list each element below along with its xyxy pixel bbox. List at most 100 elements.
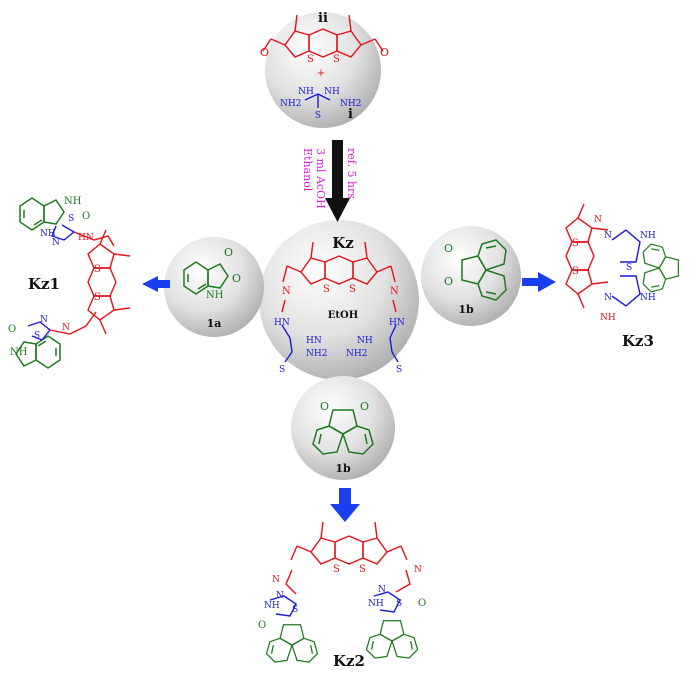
condition-line-2: 3 ml AcOH xyxy=(314,148,327,209)
kz2-atom-o-right: O xyxy=(418,598,426,609)
label-kz1: Kz1 xyxy=(28,275,60,293)
kz2-thiadiazole-right xyxy=(373,591,401,613)
atom-s-2: S xyxy=(333,54,340,65)
kz2-atom-nh-left: NH xyxy=(264,601,280,611)
atom-o-right: O xyxy=(380,46,389,59)
kz-atom-hn-right: HN xyxy=(389,318,405,328)
kz2-atom-n-left: N xyxy=(272,575,280,585)
label-plus: + xyxy=(317,68,325,79)
arrow-to-kz2 xyxy=(330,488,360,522)
atom-s-1: S xyxy=(307,54,314,65)
main-reaction-arrow xyxy=(325,140,350,222)
condition-line-1: ref. 5 hrs. xyxy=(345,148,358,202)
kz1-atom-nh-bottom: NH xyxy=(10,347,28,358)
kz-atom-n-right: N xyxy=(390,286,399,297)
atom-o-left: O xyxy=(260,46,269,59)
kz-atom-s-2: S xyxy=(349,284,356,295)
atom-nh-i-left: NH xyxy=(298,87,314,97)
kz-atom-nh-left: HN xyxy=(306,336,322,346)
kz2-atom-s-left: S xyxy=(292,605,298,615)
kz2-acenaphthene-right xyxy=(365,620,419,659)
kz2-acenaphthene-left xyxy=(265,624,319,663)
kz1-atom-nh-top: NH xyxy=(64,196,82,207)
kz1-core-structure xyxy=(87,229,131,335)
sphere-1b-right xyxy=(421,226,521,326)
kz2-atom-o-left: O xyxy=(258,620,266,631)
kz1-atom-nh-top-2: NH xyxy=(40,229,56,239)
kz1-atom-o-top: O xyxy=(82,211,90,222)
kz1-atom-s-bottom: S xyxy=(34,331,40,341)
kz3-thiadiazole-top xyxy=(611,229,641,263)
label-1b-bottom: 1b xyxy=(335,462,351,475)
kz2-atom-n-right: N xyxy=(414,565,422,575)
kz1-atom-n-top: N xyxy=(52,238,60,248)
kz2-core-structure xyxy=(290,521,408,565)
1b-right-atom-o-bottom: O xyxy=(444,275,453,288)
condition-line-3: Ethanol xyxy=(301,148,314,192)
kz-atom-n-left: N xyxy=(282,286,291,297)
kz-atom-s-1: S xyxy=(323,284,330,295)
kz1-atom-s-2: S xyxy=(94,292,101,303)
kz2-linker-right xyxy=(395,569,411,593)
kz1-linker-top xyxy=(73,231,115,247)
kz1-atom-hn-top: HN xyxy=(78,233,94,243)
kz1-atom-s-top: S xyxy=(68,214,74,224)
1a-atom-nh: NH xyxy=(206,290,224,301)
kz-atom-hn-left: HN xyxy=(274,318,290,328)
kz1-atom-n-bottom: N xyxy=(40,315,48,325)
reagent-sphere xyxy=(265,12,381,128)
label-kz2: Kz2 xyxy=(333,652,365,670)
kz1-top-isatin xyxy=(19,197,65,231)
1a-atom-o-top: O xyxy=(224,246,233,259)
1a-atom-o-right: O xyxy=(232,272,241,285)
1b-bottom-atom-o-left: O xyxy=(320,400,329,413)
label-1b-right: 1b xyxy=(458,303,474,316)
kz-atom-s-right: S xyxy=(396,365,402,375)
kz3-atom-s-2: S xyxy=(572,266,579,277)
label-kz: Kz xyxy=(332,234,354,252)
kz2-atom-s-2: S xyxy=(359,564,366,575)
kz2-thiadiazole-left xyxy=(269,595,297,617)
kz2-atom-nh-right: NH xyxy=(368,599,384,609)
label-ii: ii xyxy=(318,11,328,26)
kz3-thiadiazole-bottom xyxy=(611,275,641,307)
kz-atom-nh-right: NH xyxy=(357,336,373,346)
label-kz3: Kz3 xyxy=(622,332,654,350)
kz-hydrazone-arms xyxy=(281,299,399,363)
kz-atom-nh2-right: NH2 xyxy=(346,349,367,359)
kz1-atom-o-bottom: O xyxy=(8,324,16,335)
kz1-atom-s-1: S xyxy=(94,264,101,275)
kz-solvent: EtOH xyxy=(328,310,358,321)
arrow-to-kz1 xyxy=(142,276,170,292)
arrow-to-kz3 xyxy=(522,272,556,292)
kz3-atom-n-bottom: N xyxy=(604,293,612,303)
intermediate-sphere xyxy=(259,220,419,380)
reagent-i-structure xyxy=(304,93,331,108)
kz3-atom-s-spiro: S xyxy=(626,263,632,273)
kz2-atom-s-right: S xyxy=(396,599,402,609)
label-1a: 1a xyxy=(207,317,222,330)
kz-atom-nh2-left: NH2 xyxy=(306,349,327,359)
atom-nh-i-right: NH xyxy=(324,87,340,97)
kz3-atom-nh-link-bottom: NH xyxy=(600,313,616,323)
label-i: i xyxy=(348,107,353,122)
atom-nh2-i-right: NH2 xyxy=(340,99,361,109)
kz3-atom-nh-top: NH xyxy=(640,231,656,241)
kz3-atom-n-top: N xyxy=(604,231,612,241)
kz2-atom-s-1: S xyxy=(333,564,340,575)
kz3-atom-nh-bottom: NH xyxy=(640,293,656,303)
kz1-linker-bottom xyxy=(49,311,97,335)
sphere-1b-bottom xyxy=(291,376,395,480)
kz-atom-s-left: S xyxy=(279,365,285,375)
kz1-thiadiazole-top xyxy=(51,224,76,241)
reagent-ii-structure xyxy=(262,14,384,58)
kz2-atom-n-right-2: N xyxy=(378,585,386,595)
atom-s-i: S xyxy=(315,111,321,121)
kz3-atom-s-1: S xyxy=(572,238,579,249)
1b-bottom-atom-o-right: O xyxy=(360,400,369,413)
kz1-atom-n-bottom-2: N xyxy=(62,323,70,333)
1b-right-atom-o-top: O xyxy=(444,242,453,255)
kz2-linker-left xyxy=(285,569,297,595)
